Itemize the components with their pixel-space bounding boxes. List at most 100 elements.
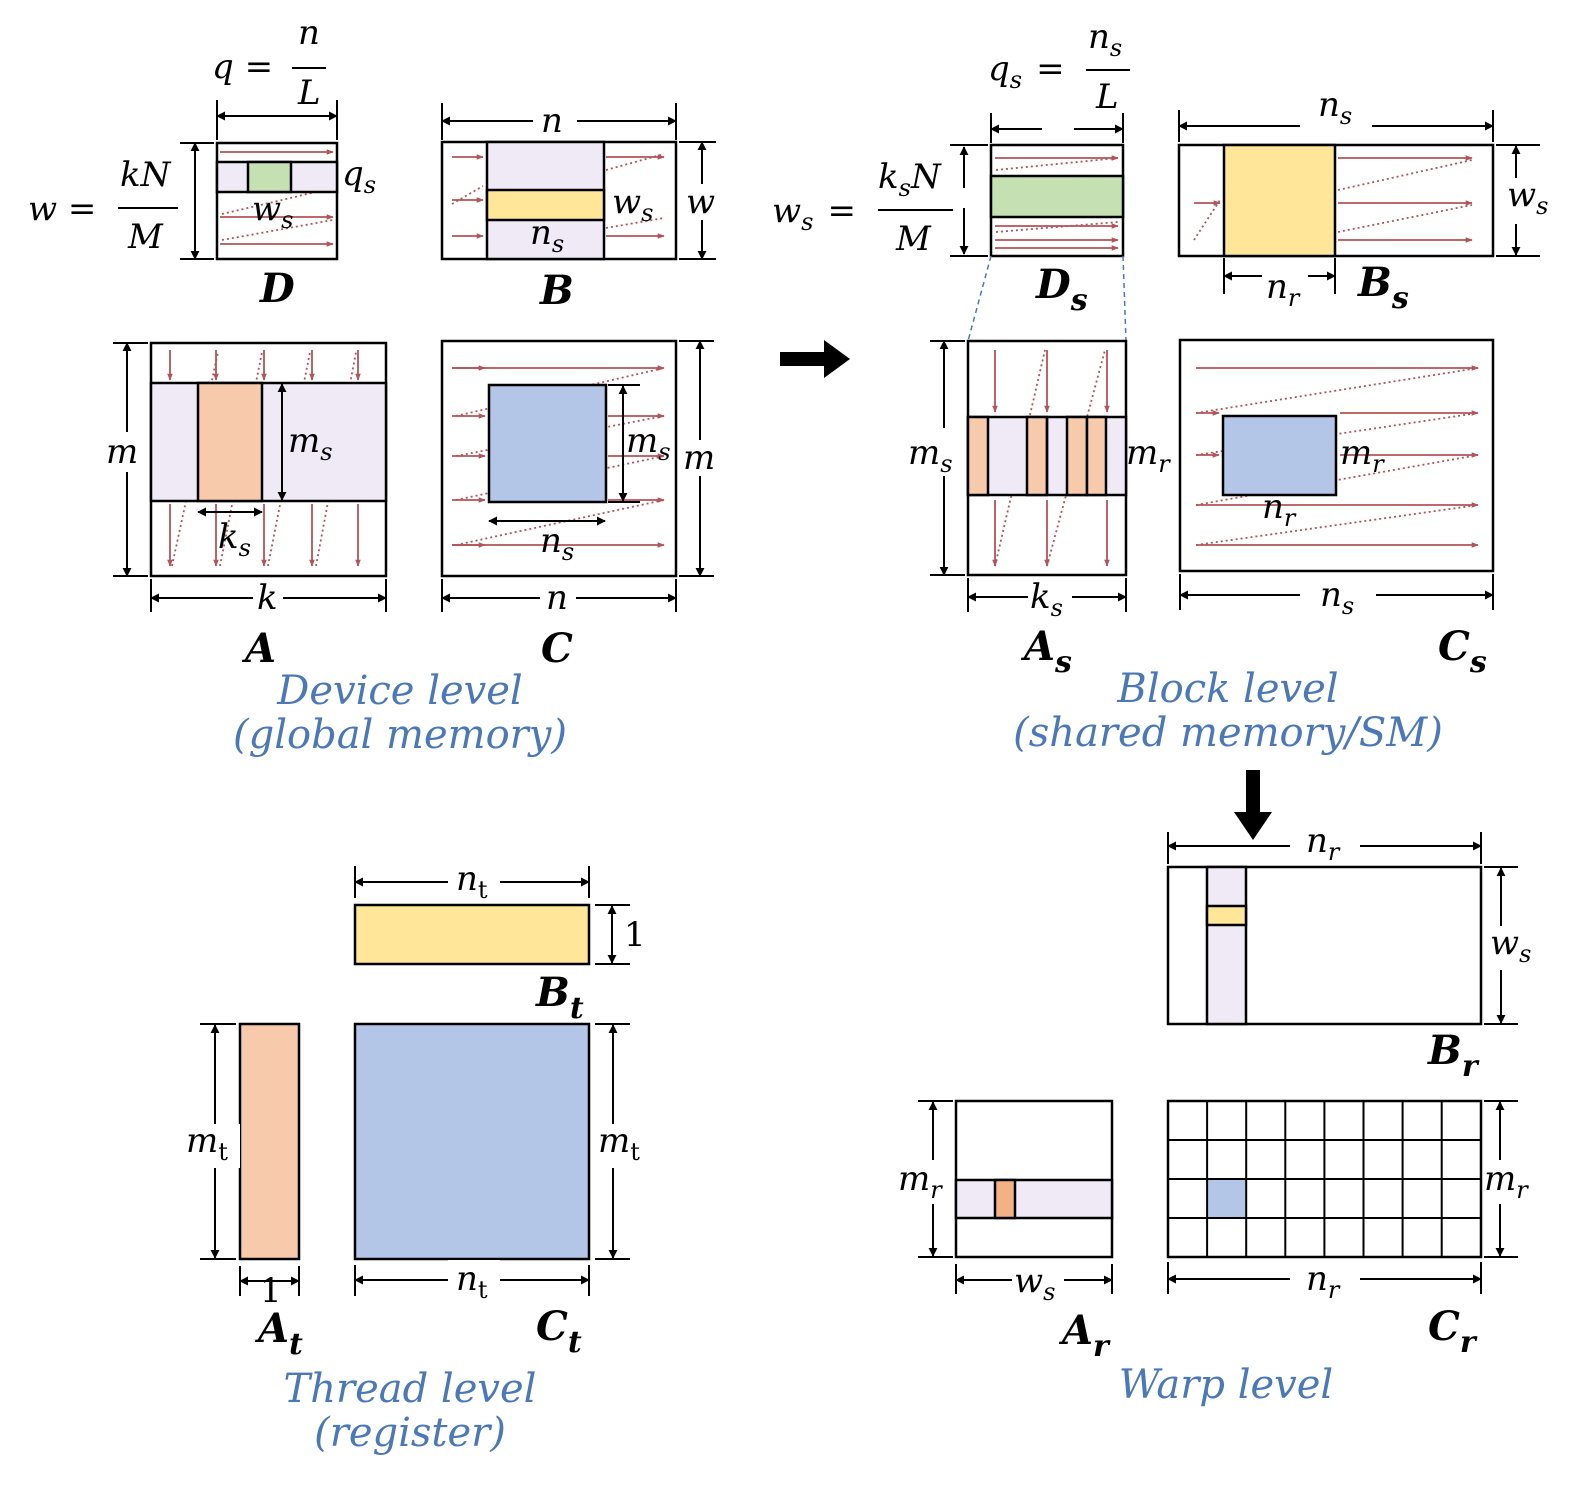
traversal-return	[1195, 504, 1479, 546]
Bs-nr-label: nr	[1266, 267, 1301, 312]
Cr-grid	[1168, 1101, 1481, 1257]
q-den: L	[297, 73, 321, 113]
ws-den: M	[895, 219, 932, 259]
matrix-At: mt 1 At	[184, 1022, 303, 1362]
traversal-return	[1337, 204, 1473, 233]
Bt-name: Bt	[535, 969, 584, 1026]
As-bottom-label: ks	[1030, 577, 1063, 622]
ws-label: ws	[252, 189, 293, 234]
Br-top-label: nr	[1306, 821, 1341, 866]
Cr-bottom-label: nr	[1306, 1259, 1341, 1304]
A-ms-label: ms	[288, 421, 333, 466]
block-level: qs= ns L ws= ksN M Ds ns ws	[772, 17, 1553, 756]
traversal-return	[171, 351, 219, 567]
C-right-label: m	[683, 438, 715, 478]
qs-label: qs	[342, 154, 376, 199]
At-name: At	[254, 1305, 303, 1362]
Ct-right-label: mt	[598, 1121, 640, 1166]
w-den: M	[127, 217, 164, 257]
matrix-B: n w ws ns B	[440, 100, 718, 314]
Cs-mr-label: mr	[1340, 433, 1385, 478]
traversal-return	[605, 153, 665, 171]
Bt-top-label: nt	[456, 859, 488, 904]
warp-caption: Warp level	[1119, 1362, 1333, 1408]
traversal-return	[995, 221, 1119, 233]
Bs-top-label: ns	[1318, 85, 1352, 130]
B-ws-label: ws	[612, 182, 653, 227]
device-caption-line2: (global memory)	[233, 712, 567, 758]
matrix-As: ms ks mr As	[906, 339, 1171, 680]
Cr-right-label: mr	[1484, 1159, 1529, 1204]
thread-level: nt 1 Bt mt 1 At mt	[184, 859, 654, 1456]
At-left-label: mt	[186, 1121, 228, 1166]
Bt-right-label: 1	[624, 915, 646, 955]
Cs-nr-label: nr	[1262, 487, 1297, 532]
matrix-Ct: mt nt Ct	[353, 1022, 654, 1360]
device-caption-line1: Device level	[276, 668, 522, 714]
matrix-C: m n ms ns C	[440, 339, 723, 672]
As-name: As	[1020, 623, 1072, 680]
Ct-bottom-label: nt	[456, 1259, 488, 1304]
C-name: C	[541, 625, 573, 672]
traversal-arrows	[167, 149, 1479, 567]
matrix-Bt: nt 1 Bt	[353, 859, 646, 1026]
matrix-D: q = n L w = kN M qs ws D	[28, 13, 376, 312]
qs-lhs: qs=	[988, 49, 1065, 94]
device-level: q = n L w = kN M qs ws D n w	[28, 13, 723, 758]
Cs-bottom-label: ns	[1320, 575, 1354, 620]
qs-num: ns	[1088, 17, 1122, 62]
C-bottom-label: n	[546, 578, 568, 618]
A-left-label: m	[106, 432, 138, 472]
As-mr-label: mr	[1126, 433, 1171, 478]
w-lhs: w =	[28, 189, 96, 229]
A-name: A	[241, 625, 276, 672]
transition-arrow-right	[780, 340, 850, 378]
matrix-Bs: ns ws nr Bs	[1177, 85, 1553, 316]
Ds-name: Ds	[1035, 261, 1088, 318]
A-bottom-label: k	[257, 578, 278, 618]
thread-caption-line2: (register)	[314, 1410, 506, 1456]
ws-lhs: ws=	[772, 191, 856, 236]
Cr-name: Cr	[1428, 1303, 1478, 1360]
Cs-name: Cs	[1438, 623, 1487, 680]
matrix-A: m k ms ks A	[104, 341, 388, 672]
A-ks-label: ks	[218, 517, 251, 562]
block-caption-line1: Block level	[1116, 666, 1338, 712]
Ct-name: Ct	[536, 1303, 582, 1360]
Bs-right-label: ws	[1507, 175, 1548, 220]
C-ms-label: ms	[626, 421, 671, 466]
As-left-label: ms	[908, 433, 953, 478]
q-num: n	[298, 13, 320, 53]
transition-arrow-down	[1234, 770, 1272, 840]
D-name: D	[259, 265, 295, 312]
ws-num: ksN	[878, 157, 942, 202]
Ar-left-label: mr	[898, 1159, 943, 1204]
Ar-name: Ar	[1058, 1307, 1111, 1364]
q-lhs: q =	[212, 47, 273, 87]
B-top-label: n	[541, 101, 563, 141]
B-ns-label: ns	[530, 213, 564, 258]
Br-name: Br	[1427, 1027, 1480, 1084]
traversal-return	[451, 185, 484, 205]
matrix-Ar: mr ws Ar	[898, 1099, 1114, 1364]
B-right-label: w	[686, 182, 715, 222]
thread-caption-line1: Thread level	[284, 1366, 537, 1412]
B-name: B	[539, 267, 574, 314]
traversal-return	[221, 219, 334, 241]
matrix-Br: nr ws Br	[1166, 820, 1536, 1084]
traversal-return	[1193, 199, 1221, 241]
matrix-Cr: mr nr Cr	[1166, 1099, 1540, 1360]
C-ns-label: ns	[540, 521, 574, 566]
traversal-return	[995, 157, 1119, 171]
block-caption-line2: (shared memory/SM)	[1013, 710, 1443, 756]
traversal-return	[1337, 159, 1473, 191]
matrix-Ds: qs= ns L ws= ksN M Ds	[772, 17, 1130, 342]
matrix-Cs: ns mr nr Cs	[1178, 338, 1495, 680]
qs-den: L	[1095, 77, 1119, 117]
Br-right-label: ws	[1490, 923, 1531, 968]
Bs-name: Bs	[1357, 259, 1409, 316]
w-num: kN	[120, 155, 172, 195]
At-bottom-label: 1	[260, 1271, 282, 1311]
